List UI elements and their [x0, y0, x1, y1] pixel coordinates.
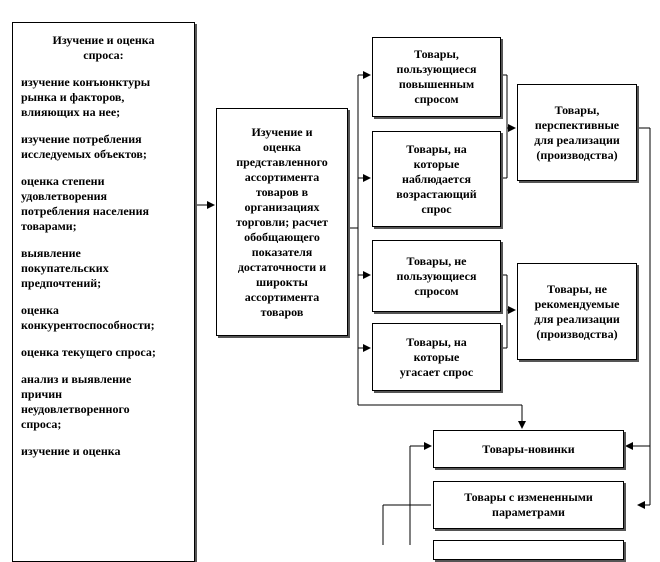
demand-study-box: Изучение и оценка спроса: изучение конъю… [12, 22, 195, 562]
demand-study-item-7: анализ и выявление причин неудовлетворен… [21, 372, 132, 431]
fading-demand-goods-box: Товары, на которые угасает спрос [372, 323, 501, 391]
demand-study-item-2: изучение потребления исследуемых объекто… [21, 132, 147, 161]
growing-demand-goods-box: Товары, на которые наблюдается возрастаю… [372, 131, 501, 227]
demand-study-item-5: оценка конкурентоспособности; [21, 303, 155, 332]
promising-goods-text: Товары, перспективные для реализации (пр… [534, 102, 620, 162]
not-recommended-goods-text: Товары, не рекомендуемые для реализации … [534, 281, 620, 341]
high-demand-goods-text: Товары, пользующиеся повышенным спросом [396, 47, 477, 106]
cut-off-goods-box [433, 540, 624, 560]
assortment-study-text: Изучение и оценка представленного ассорт… [236, 124, 328, 319]
growing-demand-goods-text: Товары, на которые наблюдается возрастаю… [396, 141, 477, 216]
new-goods-text: Товары-новинки [482, 441, 575, 456]
changed-parameters-goods-box: Товары с измененными параметрами [433, 481, 624, 529]
demand-study-item-6: оценка текущего спроса; [21, 345, 156, 359]
no-demand-goods-box: Товары, не пользующиеся спросом [372, 240, 501, 312]
demand-study-heading: Изучение и оценка спроса: [52, 33, 155, 62]
assortment-study-box: Изучение и оценка представленного ассорт… [216, 108, 348, 336]
new-goods-box: Товары-новинки [433, 430, 624, 468]
not-recommended-goods-box: Товары, не рекомендуемые для реализации … [517, 263, 637, 360]
demand-study-item-1: изучение конъюнктуры рынка и факторов, в… [21, 75, 151, 119]
demand-study-item-8: изучение и оценка [21, 444, 121, 458]
no-demand-goods-text: Товары, не пользующиеся спросом [396, 253, 477, 298]
promising-goods-box: Товары, перспективные для реализации (пр… [517, 84, 637, 181]
demand-study-item-4: выявление покупательских предпочтений; [21, 246, 109, 290]
changed-parameters-goods-text: Товары с измененными параметрами [464, 490, 593, 519]
connector-lines [196, 71, 651, 545]
high-demand-goods-box: Товары, пользующиеся повышенным спросом [372, 37, 501, 117]
demand-study-item-3: оценка степени удовлетворения потреблени… [21, 174, 149, 233]
fading-demand-goods-text: Товары, на которые угасает спрос [399, 334, 474, 379]
